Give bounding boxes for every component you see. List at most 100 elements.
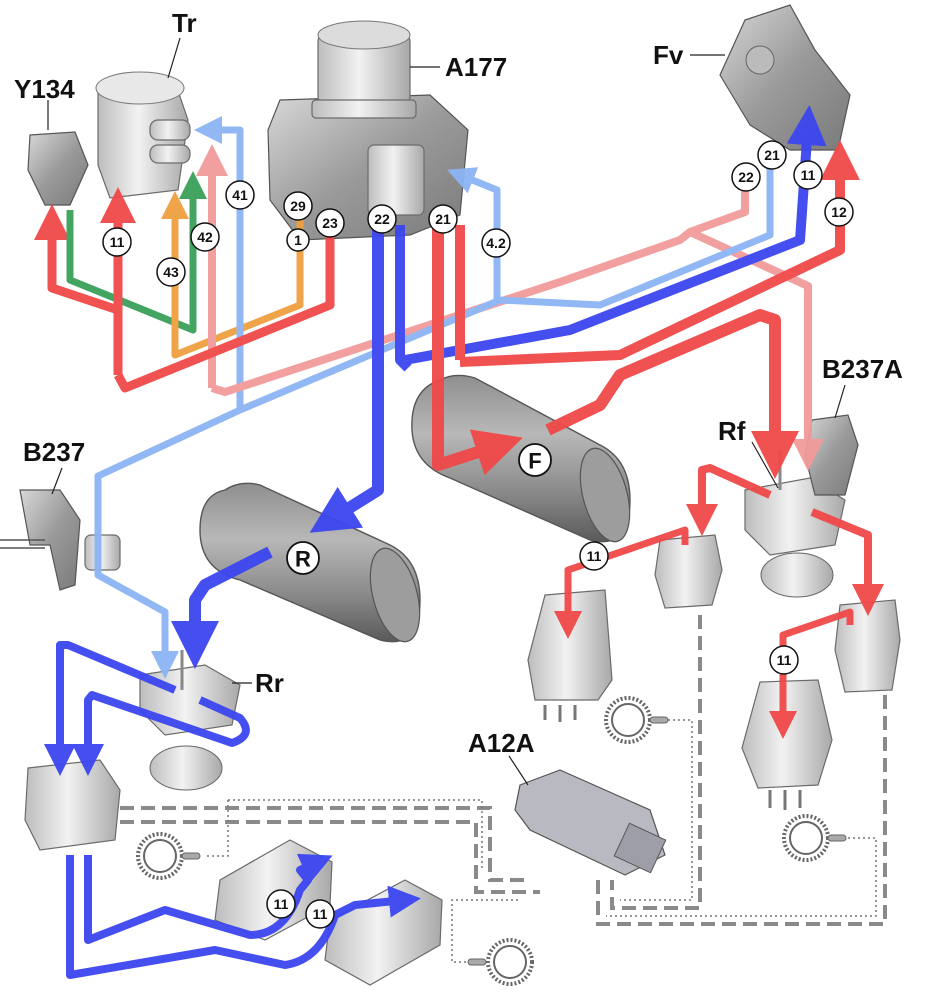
svg-text:42: 42	[197, 229, 213, 245]
label-rr: Rr	[232, 668, 284, 698]
pipe-rf-left	[686, 464, 772, 536]
port-badge: 12	[824, 197, 854, 227]
pipe-a177-23	[114, 232, 335, 393]
wheel-speed-sensors	[136, 696, 847, 986]
port-badge: 21	[757, 140, 787, 170]
svg-text:11: 11	[274, 896, 289, 912]
port-labels: 11 43 42 41 29 1 23 22 21 4.2 22 21 11 1…	[102, 140, 854, 929]
svg-text:11: 11	[110, 234, 125, 250]
sensor-ring-front-right	[782, 814, 847, 862]
svg-text:F: F	[528, 449, 541, 474]
sensor-wire-front-left	[620, 719, 693, 901]
port-badge: 4.2	[481, 228, 511, 258]
port-badge: 43	[156, 257, 186, 287]
port-badge: 11	[305, 899, 335, 929]
port-badge: 21	[428, 204, 458, 234]
svg-text:12: 12	[831, 204, 847, 220]
sensor-wire-front-right	[606, 837, 877, 917]
sensor-ring-front-left	[604, 696, 669, 744]
svg-text:22: 22	[374, 211, 390, 227]
svg-text:B237: B237	[23, 437, 85, 467]
port-badge: 22	[367, 204, 397, 234]
pipe-rear-tank-rr	[171, 546, 273, 669]
pipe-a177-22	[309, 225, 384, 533]
component-b237[interactable]	[0, 489, 121, 591]
component-tr[interactable]	[95, 71, 191, 199]
pipe-fv-21	[238, 165, 774, 414]
label-tr: Tr	[167, 8, 197, 79]
component-b237a[interactable]	[804, 414, 859, 496]
pipe-rear-right-11	[66, 855, 421, 979]
brake-chamber-front-right	[741, 679, 833, 810]
pipe-y134-green	[66, 171, 207, 334]
component-a177[interactable]	[267, 20, 469, 241]
component-fv[interactable]	[719, 4, 851, 151]
sensor-ring-rear-right	[467, 938, 534, 986]
pipe-rr-loop-1	[44, 641, 177, 776]
pipe-front-left-11	[554, 526, 689, 639]
sensor-wire-rear-right	[451, 899, 520, 963]
svg-text:A12A: A12A	[468, 728, 535, 758]
modulator-rear	[24, 759, 121, 851]
label-fv: Fv	[653, 40, 725, 70]
pipe-fv-12	[459, 140, 860, 367]
svg-text:11: 11	[801, 167, 816, 183]
port-badge: 42	[190, 222, 220, 252]
svg-text:Y134: Y134	[14, 74, 75, 104]
svg-text:11: 11	[313, 906, 328, 922]
port-badge: 23	[315, 208, 345, 238]
svg-text:21: 21	[764, 147, 780, 163]
port-badge: 29	[283, 191, 313, 221]
port-badge: 1	[286, 228, 310, 252]
wire-rear-modulator-upper	[120, 806, 530, 882]
sensor-ring-rear-left	[136, 832, 201, 880]
pipe-b237	[94, 406, 242, 679]
sensor-wire-rear-left-run	[228, 799, 483, 870]
brake-chamber-front-left	[527, 589, 613, 722]
svg-text:23: 23	[322, 215, 338, 231]
svg-text:B237A: B237A	[822, 354, 903, 384]
port-badge: 22	[731, 162, 761, 192]
component-labels: Tr Y134 A177 Fv B237 B237A Rf Rr	[14, 8, 903, 786]
pipe-tr-41	[194, 116, 244, 410]
label-b237a: B237A	[822, 354, 903, 419]
svg-text:1: 1	[294, 232, 302, 248]
modulator-front-left	[654, 534, 723, 609]
svg-text:11: 11	[587, 548, 602, 564]
svg-text:A177: A177	[445, 52, 507, 82]
component-a12a[interactable]	[514, 769, 667, 876]
label-b237: B237	[23, 437, 85, 495]
component-y134[interactable]	[27, 131, 89, 206]
port-badge: 11	[769, 645, 799, 675]
svg-text:21: 21	[435, 211, 451, 227]
sensor-wire-rear-left	[205, 800, 229, 857]
svg-text:Rf: Rf	[718, 416, 746, 446]
pipe-rear-left-11	[84, 853, 333, 944]
svg-text:4.2: 4.2	[486, 235, 506, 251]
pipe-rr-loop-2	[72, 691, 250, 776]
port-badge: 11	[579, 541, 609, 571]
tank-label-front: F	[518, 443, 552, 477]
pneumatic-lines	[34, 105, 884, 979]
port-badge: 11	[266, 889, 296, 919]
port-badge: 11	[102, 227, 132, 257]
svg-text:R: R	[295, 547, 311, 572]
wire-front-right-modulator	[596, 695, 887, 926]
svg-text:43: 43	[163, 264, 179, 280]
pipe-a177-42	[447, 167, 501, 300]
wire-rear-modulator-lower	[120, 820, 540, 894]
pipe-front-right-11	[769, 608, 854, 739]
wire-front-left-modulator	[610, 615, 702, 910]
component-rf[interactable]	[744, 450, 846, 598]
port-badge: 41	[225, 180, 255, 210]
svg-text:11: 11	[777, 652, 792, 668]
port-badge: 11	[793, 160, 823, 190]
label-y134: Y134	[14, 74, 75, 130]
svg-text:41: 41	[232, 187, 248, 203]
electrical-wiring	[120, 615, 887, 963]
label-a12a: A12A	[468, 728, 535, 786]
pipe-front-tank-rf	[545, 309, 799, 479]
label-a177: A177	[410, 52, 507, 82]
svg-text:29: 29	[290, 198, 306, 214]
